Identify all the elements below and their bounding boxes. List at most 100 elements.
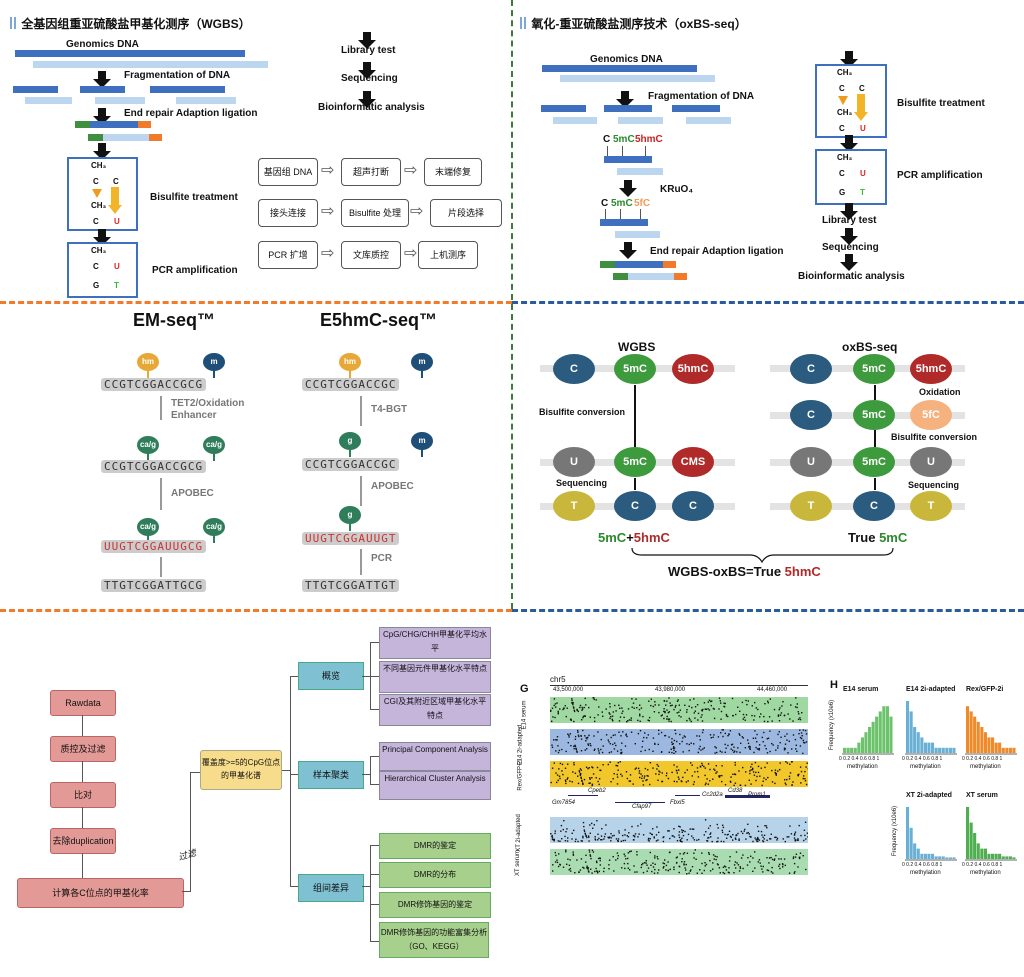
methylation-dot: [630, 850, 632, 852]
methylation-dot: [744, 828, 746, 831]
gene-name: Cc2d2a: [702, 792, 723, 798]
track-label: XT 2i-adapted: [515, 814, 522, 852]
methylation-dot: [654, 863, 656, 865]
arrow-icon: [840, 254, 858, 271]
methylation-dot: [667, 861, 669, 863]
step-line: [360, 476, 362, 506]
methylation-dot: [721, 751, 723, 753]
methylation-dot: [728, 872, 730, 874]
methylation-dot: [703, 702, 706, 704]
methylation-dot: [599, 769, 601, 771]
methylation-dot: [689, 870, 691, 872]
methylation-dot: [752, 840, 754, 843]
methylation-dot: [782, 866, 784, 868]
methylation-dot: [782, 863, 784, 866]
methylation-dot: [560, 824, 563, 827]
methylation-dot: [608, 837, 610, 839]
ch3-label: CH₃: [837, 108, 853, 117]
methylation-dot: [600, 839, 602, 841]
methylation-dot: [587, 767, 589, 770]
methylation-dot: [560, 830, 562, 832]
methylation-dot: [690, 742, 692, 744]
connector: [370, 941, 379, 942]
ch3-label: CH₃: [837, 68, 853, 77]
methylation-dot: [620, 735, 622, 737]
methylation-dot: [683, 852, 686, 854]
fragment-bar: [150, 86, 225, 93]
methylation-dot: [694, 849, 696, 851]
methylation-dot: [630, 731, 633, 733]
methylation-dot: [591, 783, 594, 785]
methylation-dot: [642, 862, 644, 865]
methylation-dot: [699, 739, 701, 741]
methylation-dot: [676, 740, 678, 743]
methylation-dot: [609, 713, 611, 715]
histogram-bar: [920, 737, 924, 753]
methylation-dot: [615, 744, 617, 747]
methylation-dot: [713, 717, 716, 720]
methylation-dot: [749, 770, 751, 772]
methylation-dot: [583, 778, 586, 781]
methylation-dot: [692, 837, 694, 839]
methylation-dot: [739, 784, 741, 786]
methylation-dot: [574, 735, 577, 738]
methylation-dot: [561, 838, 563, 840]
methylation-dot: [588, 706, 590, 709]
methylation-dot: [771, 781, 774, 783]
base-g: G: [839, 188, 846, 197]
histogram-title: Rex/GFP-2i: [966, 686, 1004, 693]
methylation-dot: [755, 771, 757, 774]
methylation-dot: [725, 715, 728, 717]
histogram-bar: [931, 742, 935, 753]
methylation-dot: [718, 775, 720, 777]
methylation-dot: [742, 718, 744, 720]
methylation-dot: [582, 837, 584, 839]
methylation-dot: [743, 830, 745, 832]
methylation-dot: [587, 868, 589, 870]
methylation-dot: [792, 781, 794, 783]
methylation-dot: [754, 761, 757, 764]
methylation-dot: [805, 838, 807, 840]
methylation-dot: [613, 773, 615, 775]
base-oval: C: [853, 491, 895, 521]
methylation-dot: [766, 827, 768, 829]
histogram-ticks: 0 0.2 0.4 0.6 0.8 1: [902, 862, 943, 868]
methylation-dot: [716, 823, 718, 826]
methylation-dot: [681, 740, 683, 743]
genomics-label: Genomics DNA: [590, 54, 663, 65]
methylation-dot: [724, 732, 726, 735]
methylation-dot: [664, 735, 666, 737]
methylation-dot: [665, 869, 667, 871]
methylation-dot: [591, 872, 593, 874]
methylation-dot: [564, 840, 567, 842]
histogram-bar: [994, 853, 998, 859]
methylation-dot: [681, 829, 683, 831]
methylation-dot: [582, 729, 584, 732]
methylation-dot: [652, 828, 654, 830]
methylation-dot: [708, 709, 711, 711]
methylation-dot: [640, 750, 642, 753]
methylation-dot: [774, 782, 776, 785]
methylation-dot: [792, 720, 794, 722]
flow-line: [634, 478, 636, 490]
ch3-label: CH₃: [837, 153, 853, 162]
base-5fc-label: 5fC: [634, 198, 651, 209]
bisulfite-diagram: CH₃ C C CH₃ C U: [815, 64, 887, 138]
histogram-bar: [909, 711, 913, 753]
methylation-dot: [691, 775, 693, 777]
methylation-dot: [754, 837, 756, 839]
methylation-dot: [633, 865, 635, 867]
methylation-dot: [688, 705, 690, 707]
methylation-dot: [704, 767, 706, 769]
methylation-dot: [748, 779, 750, 781]
methylation-dot: [645, 779, 647, 782]
methylation-dot: [701, 762, 703, 765]
methylation-dot: [706, 840, 708, 842]
gene-name: Fbxl5: [670, 800, 685, 806]
methylation-dot: [576, 709, 578, 712]
methylation-dot: [585, 766, 588, 768]
methylation-dot: [564, 705, 566, 707]
methylation-dot: [675, 732, 677, 735]
methylation-dot: [737, 706, 739, 708]
methylation-dot: [612, 711, 614, 713]
